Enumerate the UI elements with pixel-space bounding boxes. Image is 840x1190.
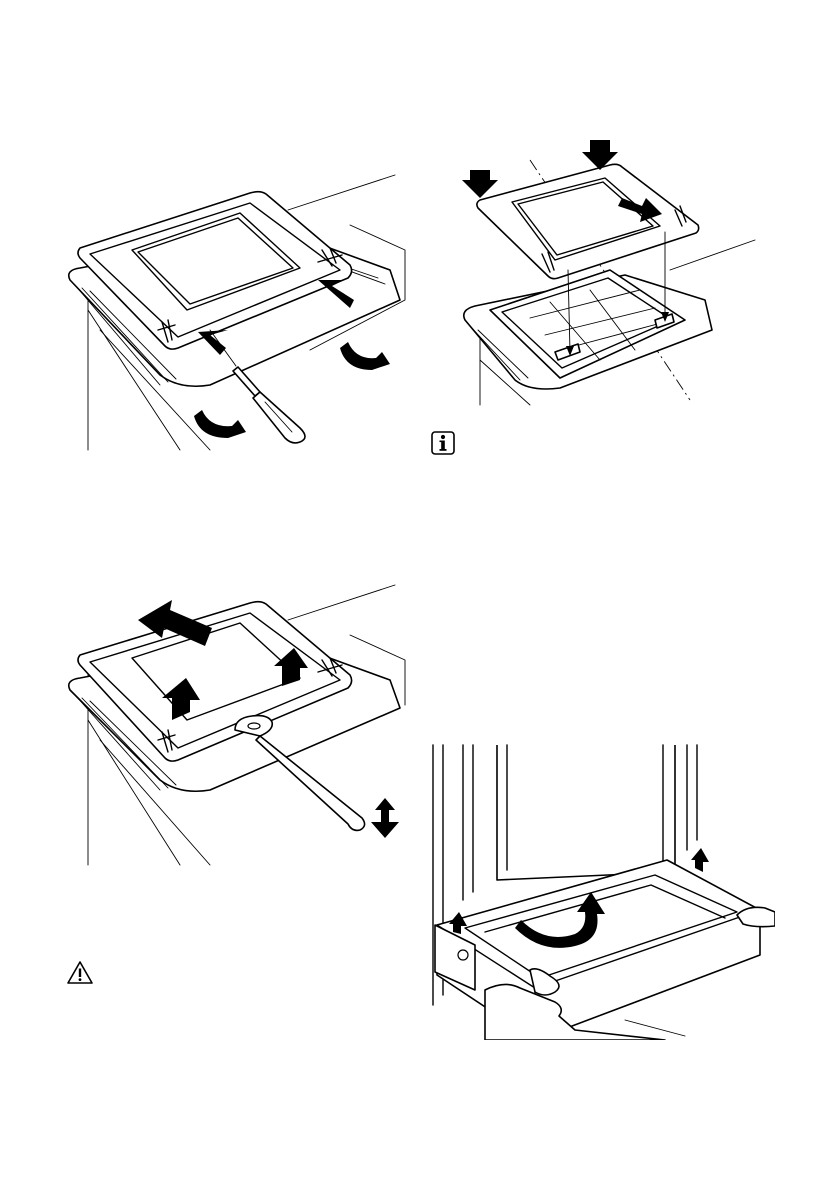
info-icon: [430, 430, 456, 461]
fig-install-door-glass: [450, 130, 770, 420]
rotate-arrow-icon: [340, 342, 390, 370]
fig-remove-drawer: [425, 740, 775, 1040]
fig-lift-door-lid: [60, 580, 410, 870]
up-down-arrow-icon: [371, 798, 399, 838]
warning-icon: [66, 960, 94, 991]
press-down-arrow-icon: [462, 170, 498, 198]
fig-remove-door-hinges: [60, 170, 410, 455]
lifting-key-icon: [256, 736, 365, 830]
